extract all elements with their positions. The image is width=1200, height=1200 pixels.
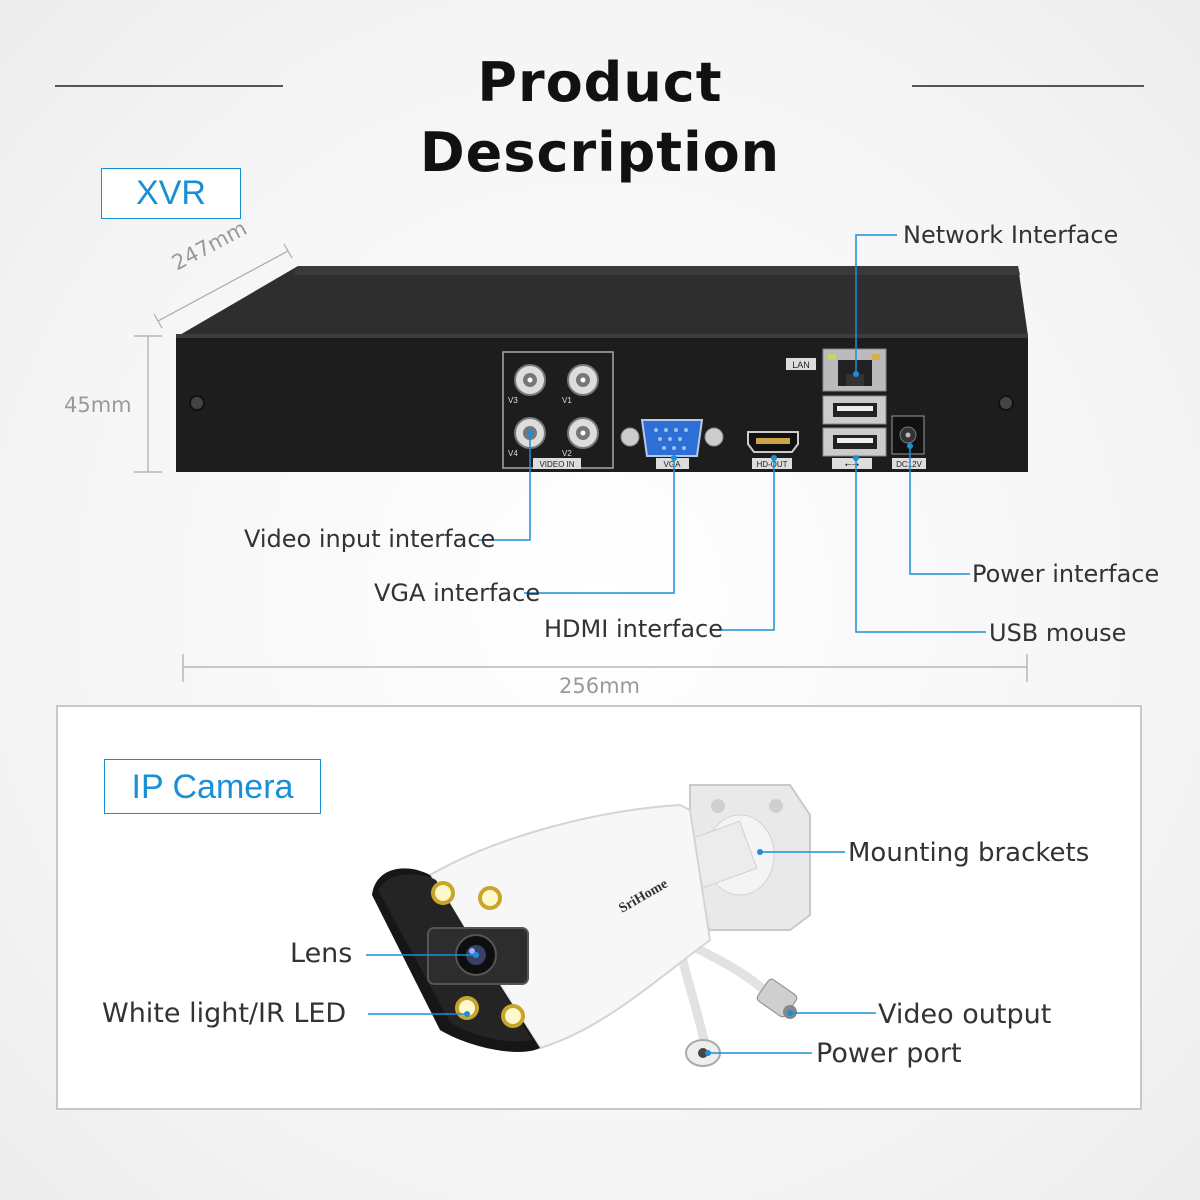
power-port-callout: Power port	[816, 1038, 962, 1069]
vga-callout: VGA interface	[374, 579, 541, 607]
network-interface-callout: Network Interface	[903, 221, 1119, 249]
network-port-icon	[822, 348, 887, 392]
v3-label: V3	[508, 396, 518, 405]
video-input-leader	[478, 433, 531, 541]
title-rule-left	[55, 85, 283, 87]
usb-leader	[855, 458, 986, 633]
power-leader	[909, 446, 970, 575]
lens-callout: Lens	[290, 938, 353, 969]
network-leader	[855, 234, 897, 374]
width-dimension: 256mm	[559, 674, 640, 698]
power-jack-icon	[891, 415, 925, 455]
vga-leader	[524, 458, 675, 594]
camera-diagram: SriHome	[366, 784, 876, 1067]
mounting-brackets-callout: Mounting brackets	[848, 838, 1090, 868]
usb-symbol-icon: ⭠⭢	[845, 460, 859, 470]
power-interface-callout: Power interface	[972, 560, 1160, 588]
screw-icon	[189, 395, 205, 411]
camera-body: SriHome	[372, 803, 712, 1052]
screw-icon	[998, 395, 1014, 411]
video-in-label: VIDEO IN	[539, 460, 574, 469]
video-output-callout: Video output	[878, 999, 1052, 1030]
xvr-diagram: V3 V1 V4 V2 VIDEO IN VGA HD-OUT LAN	[134, 234, 1028, 682]
hdmi-callout: HDMI interface	[544, 615, 723, 643]
height-dimension: 45mm	[64, 393, 132, 417]
vga-port-icon	[620, 419, 724, 457]
v1-label: V1	[562, 396, 572, 405]
video-input-callout: Video input interface	[244, 525, 496, 553]
v4-label: V4	[508, 449, 518, 458]
lan-label: LAN	[792, 360, 810, 370]
hdmi-leader	[710, 458, 775, 631]
hdmi-port-icon	[747, 431, 799, 453]
hd-out-label: HD-OUT	[756, 460, 787, 469]
xvr-section-label: XVR	[101, 168, 241, 219]
page-title: Product Description	[419, 51, 781, 184]
v2-label: V2	[562, 449, 572, 458]
depth-dimension-line	[157, 250, 289, 322]
xvr-top-surface	[178, 266, 1028, 336]
vga-port-label: VGA	[664, 460, 682, 469]
usb-port-icon	[822, 395, 887, 457]
camera-section-label: IP Camera	[104, 759, 321, 814]
led-callout: White light/IR LED	[102, 998, 347, 1029]
usb-mouse-callout: USB mouse	[989, 619, 1127, 647]
title-rule-right	[912, 85, 1144, 87]
led-icon	[431, 881, 525, 1028]
